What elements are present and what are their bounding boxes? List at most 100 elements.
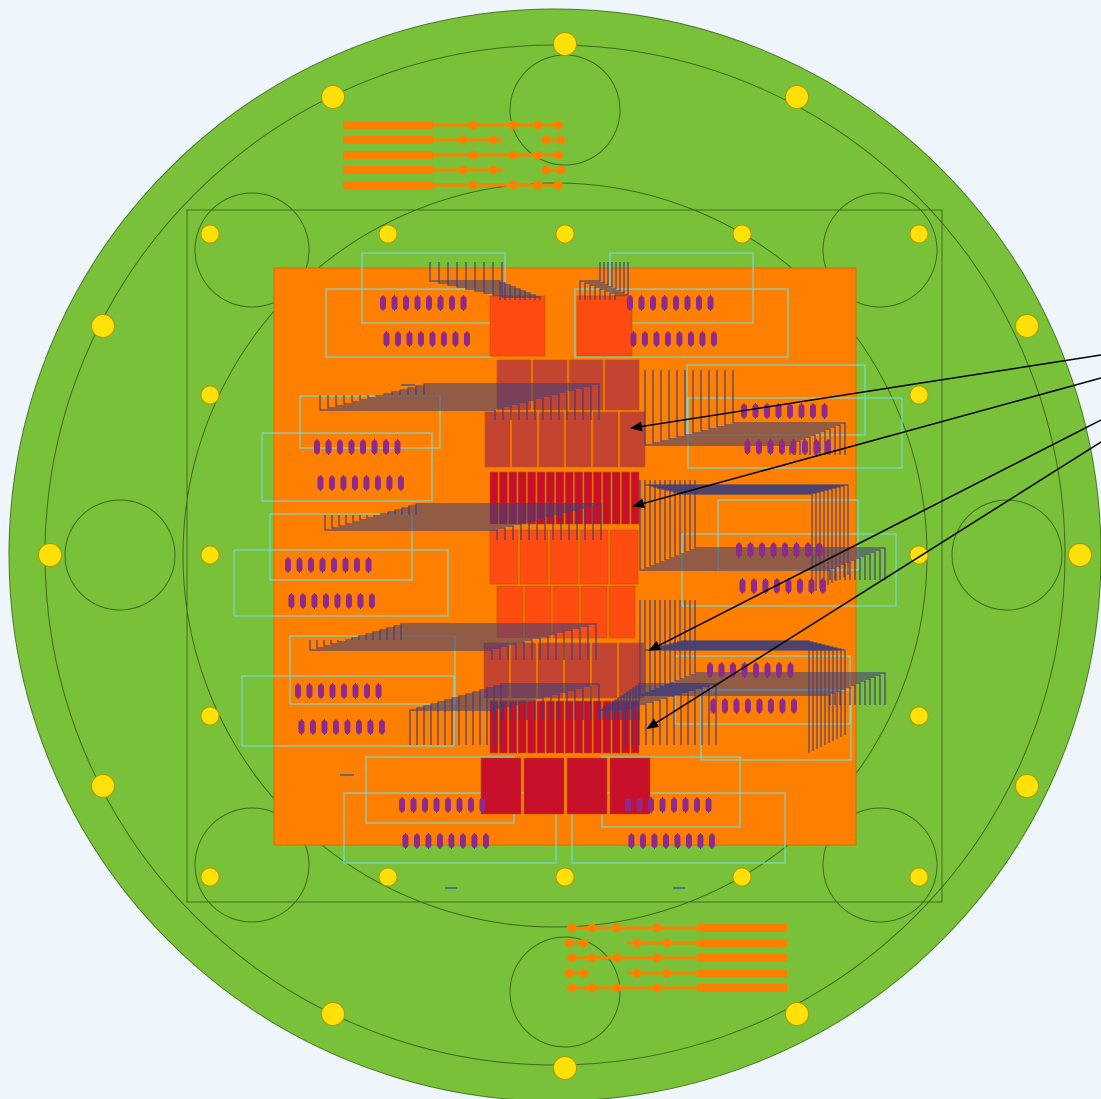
contact-pad bbox=[523, 757, 565, 815]
comb-bar bbox=[343, 181, 433, 189]
contact-pad bbox=[568, 359, 604, 411]
mounting-hole bbox=[1015, 774, 1039, 798]
bond-pad bbox=[696, 296, 702, 310]
bond-pad bbox=[739, 579, 746, 593]
bond-pad bbox=[764, 663, 771, 677]
routing-trace bbox=[661, 488, 833, 583]
comb-dot bbox=[541, 135, 551, 145]
bond-pad bbox=[755, 440, 762, 454]
bond-pad bbox=[352, 684, 359, 698]
routing-trace bbox=[394, 509, 578, 540]
probe-frame bbox=[343, 792, 557, 864]
routing-trace bbox=[657, 487, 837, 581]
bond-pad bbox=[426, 296, 432, 310]
bond-pad bbox=[351, 476, 358, 490]
contact-pad bbox=[583, 700, 593, 754]
comb-dot bbox=[587, 983, 597, 993]
routing-trace bbox=[345, 639, 533, 660]
routing-trace bbox=[661, 645, 830, 743]
contact-pad bbox=[602, 700, 612, 754]
routing-trace bbox=[486, 687, 584, 745]
comb-dot bbox=[579, 938, 589, 948]
bond-pad bbox=[285, 558, 291, 572]
bond-pad bbox=[318, 684, 324, 698]
bond-pad bbox=[767, 440, 774, 454]
probe-frame bbox=[261, 432, 433, 502]
contact-pad bbox=[546, 471, 555, 525]
routing-trace bbox=[669, 490, 825, 587]
contact-pad bbox=[609, 529, 639, 585]
routing-trace bbox=[319, 395, 496, 420]
bond-pad bbox=[736, 543, 742, 557]
bond-pad bbox=[810, 404, 816, 418]
routing-trace bbox=[677, 492, 817, 591]
routing-trace bbox=[632, 687, 703, 745]
mounting-hole bbox=[785, 85, 809, 109]
bond-pad bbox=[331, 558, 337, 572]
bond-pad bbox=[299, 594, 306, 608]
routing-trace bbox=[629, 689, 696, 745]
routing-trace bbox=[383, 393, 560, 420]
routing-trace bbox=[681, 640, 810, 753]
bond-pad bbox=[752, 404, 759, 418]
routing-trace bbox=[609, 262, 625, 300]
routing-trace bbox=[657, 646, 834, 741]
routing-trace bbox=[437, 701, 528, 745]
alignment-circle bbox=[64, 499, 176, 611]
contact-pad bbox=[621, 471, 630, 525]
bond-pad bbox=[433, 798, 440, 812]
bond-pad bbox=[744, 699, 751, 713]
bond-pad bbox=[314, 440, 320, 454]
bond-pad bbox=[776, 663, 782, 677]
bond-pad bbox=[448, 834, 455, 848]
routing-trace bbox=[689, 600, 881, 705]
routing-trace bbox=[665, 489, 829, 585]
bond-pad bbox=[673, 296, 679, 310]
comb-bar bbox=[343, 166, 433, 174]
routing-trace bbox=[407, 387, 584, 420]
bond-pad bbox=[399, 798, 405, 812]
routing-trace bbox=[393, 625, 589, 660]
contact-pad bbox=[489, 529, 519, 585]
bond-pad bbox=[821, 404, 828, 418]
bond-pad bbox=[355, 720, 362, 734]
bond-pad bbox=[664, 332, 671, 346]
mounting-hole bbox=[553, 32, 577, 56]
routing-trace bbox=[309, 640, 493, 660]
routing-trace bbox=[352, 515, 530, 540]
bond-pad bbox=[380, 296, 386, 310]
contact-pad bbox=[564, 700, 574, 754]
mounting-hole bbox=[200, 545, 220, 565]
routing-trace bbox=[638, 683, 717, 745]
bond-pad bbox=[661, 296, 668, 310]
bond-pad bbox=[406, 332, 413, 346]
bond-pad bbox=[364, 684, 370, 698]
comb-dot bbox=[567, 953, 577, 963]
bond-pad bbox=[671, 798, 677, 812]
bond-pad bbox=[687, 332, 694, 346]
bond-pad bbox=[733, 699, 740, 713]
comb-dot bbox=[587, 953, 597, 963]
comb-dot bbox=[556, 165, 566, 175]
routing-trace bbox=[379, 629, 573, 660]
comb-bar bbox=[697, 939, 787, 947]
bond-pad bbox=[371, 440, 378, 454]
comb-dot bbox=[662, 938, 672, 948]
comb-bar bbox=[697, 984, 787, 992]
routing-trace bbox=[365, 633, 557, 660]
contact-pad bbox=[527, 700, 536, 754]
routing-trace bbox=[500, 683, 600, 745]
comb-dot bbox=[553, 180, 563, 190]
mounting-hole bbox=[200, 867, 220, 887]
contact-pad bbox=[536, 471, 546, 525]
comb-dot bbox=[587, 923, 597, 933]
routing-trace bbox=[327, 395, 504, 420]
bond-pad bbox=[328, 476, 335, 490]
bond-pad bbox=[306, 684, 313, 698]
bond-pad bbox=[625, 798, 631, 812]
bond-pad bbox=[636, 798, 643, 812]
bond-pad bbox=[463, 332, 470, 346]
routing-trace bbox=[677, 641, 814, 751]
bond-pad bbox=[813, 440, 820, 454]
bond-pad bbox=[705, 798, 712, 812]
